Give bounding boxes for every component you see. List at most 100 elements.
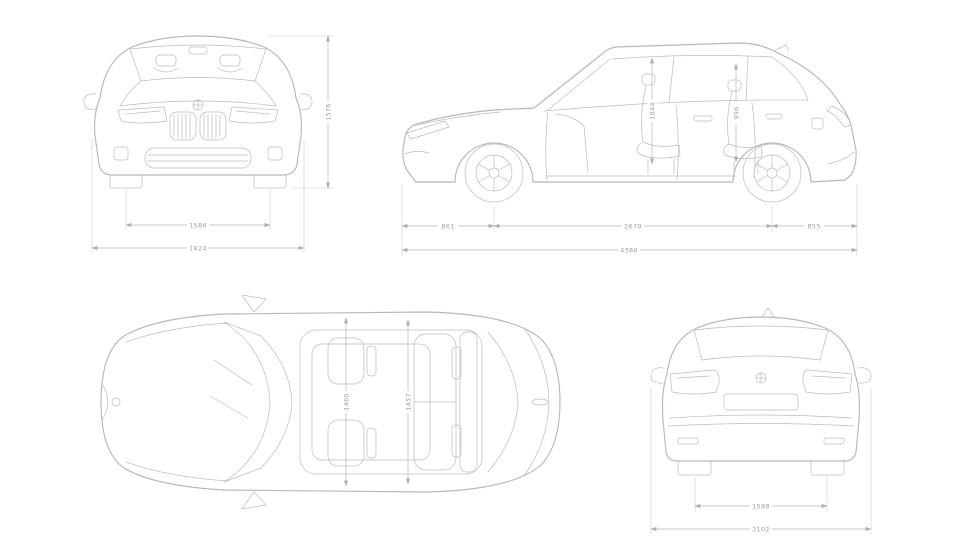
rear-wheel-spokes xyxy=(756,154,788,192)
badge-cross xyxy=(192,99,204,111)
top-view: 1460 1457 xyxy=(100,294,561,510)
headrest-right xyxy=(219,54,241,67)
a-pillar xyxy=(547,58,611,111)
front-seat-legs xyxy=(647,158,675,175)
c-pillar xyxy=(771,56,809,101)
rear-seat-profile xyxy=(723,91,763,159)
front-wheel-right xyxy=(253,174,287,189)
hood-edge-bottom xyxy=(125,461,229,482)
fog-intake-right xyxy=(267,146,283,161)
overall-width-dim-label: 1824 xyxy=(187,243,209,253)
front-track-dim-label: 1586 xyxy=(187,220,209,230)
rear-bumper-line xyxy=(827,151,855,165)
rear-overhang-value: 855 xyxy=(807,222,820,230)
front-dimensions: 1586 1824 1576 xyxy=(91,35,334,253)
headlight-side xyxy=(406,120,450,140)
front-wheel-hub xyxy=(488,167,500,179)
fuel-door xyxy=(811,117,824,130)
side-mirror-bottom xyxy=(241,491,267,510)
rear-view: 1588 2102 xyxy=(650,307,872,534)
front-details xyxy=(83,44,313,189)
overall-width-value: 1824 xyxy=(189,244,207,252)
top-body-outline xyxy=(100,311,561,493)
overall-length-dim-label: 4386 xyxy=(618,245,640,255)
door-seam-front xyxy=(545,111,549,181)
kidney-grille-right xyxy=(199,111,227,141)
front-wheel-left xyxy=(109,174,143,189)
rear-track-dim-label: 1588 xyxy=(750,501,772,511)
side-body-outline xyxy=(402,42,857,183)
taillight-left xyxy=(669,369,720,395)
extension-lines xyxy=(650,388,872,534)
hood-cut-line xyxy=(411,111,501,127)
overall-height-value: 1576 xyxy=(324,103,332,121)
front-wheel-tire xyxy=(464,143,524,203)
reflector-right xyxy=(823,437,845,445)
side-details xyxy=(404,44,855,203)
side-mirror-top xyxy=(241,294,267,313)
windshield xyxy=(129,44,267,82)
intake-mesh xyxy=(147,154,249,162)
door-handle-front xyxy=(693,115,713,122)
extension-lines xyxy=(91,35,334,253)
shark-fin-antenna xyxy=(773,44,790,52)
rear-overall-width-dim-label: 2102 xyxy=(750,524,772,534)
rear-wheel-right xyxy=(810,460,845,476)
interior-front-dim-label: 1044 xyxy=(647,100,657,122)
rear-wheel-hub xyxy=(766,167,778,179)
interior-width-rear-dim-label: 1457 xyxy=(403,391,413,413)
rear-window-front-edge xyxy=(487,331,519,473)
door-seam-rear xyxy=(751,102,756,179)
interior-rear-dim-label: 996 xyxy=(731,102,741,124)
front-track-value: 1586 xyxy=(189,221,207,229)
rear-overhang-dim-label: 855 xyxy=(804,221,824,231)
grille-slats xyxy=(173,113,221,140)
reflector-left xyxy=(677,437,699,445)
roofline-inner xyxy=(611,55,773,60)
tailgate-crease-upper xyxy=(669,414,853,419)
side-mirror-left xyxy=(650,367,665,384)
interior-width-front-value: 1460 xyxy=(342,393,350,411)
side-mirror-right xyxy=(299,93,313,110)
rear-window xyxy=(693,325,829,361)
beltline xyxy=(543,99,809,112)
front-overhang-value: 861 xyxy=(441,222,454,230)
rear-details xyxy=(650,307,872,476)
front-seat-left-headrest xyxy=(366,345,377,377)
rear-overall-width-value: 2102 xyxy=(752,525,770,533)
shark-fin-antenna xyxy=(761,307,775,318)
window-divider-front xyxy=(668,56,675,104)
rear-dimensions: 1588 2102 xyxy=(650,388,872,534)
nose-grille-arc xyxy=(101,383,109,421)
rear-wheel-tire xyxy=(742,143,802,203)
front-bumper-line xyxy=(404,150,430,155)
front-overhang-dim-label: 861 xyxy=(438,221,458,231)
rear-track-value: 1588 xyxy=(752,502,770,510)
front-wheel-spokes xyxy=(478,154,510,192)
top-details xyxy=(101,294,550,510)
kidney-grille-left xyxy=(169,111,197,141)
dashboard-line xyxy=(555,113,589,173)
side-view: 1044 996 861 2670 855 xyxy=(401,42,858,256)
windshield-base-arc xyxy=(223,321,271,483)
rear-seat-headrest xyxy=(727,79,742,92)
door-handle-rear xyxy=(765,113,783,120)
rear-window-rear-edge xyxy=(523,327,550,477)
front-seat-headrest xyxy=(641,73,656,86)
wipers xyxy=(209,359,253,419)
headlight-left xyxy=(117,106,168,124)
rear-seat-legs xyxy=(733,159,759,175)
rear-wheel-left xyxy=(677,460,712,476)
fog-intake-left xyxy=(113,146,129,161)
headrest-left xyxy=(155,54,177,67)
headlight-right xyxy=(228,106,279,124)
rear-body-outline xyxy=(661,316,861,462)
shark-fin-antenna xyxy=(531,398,549,406)
extension-lines xyxy=(401,184,858,256)
hood-edge-top xyxy=(125,322,229,343)
rear-bench-back xyxy=(459,331,478,473)
side-dimensions: 1044 996 861 2670 855 xyxy=(401,57,858,256)
door-seam-mid xyxy=(675,104,679,181)
